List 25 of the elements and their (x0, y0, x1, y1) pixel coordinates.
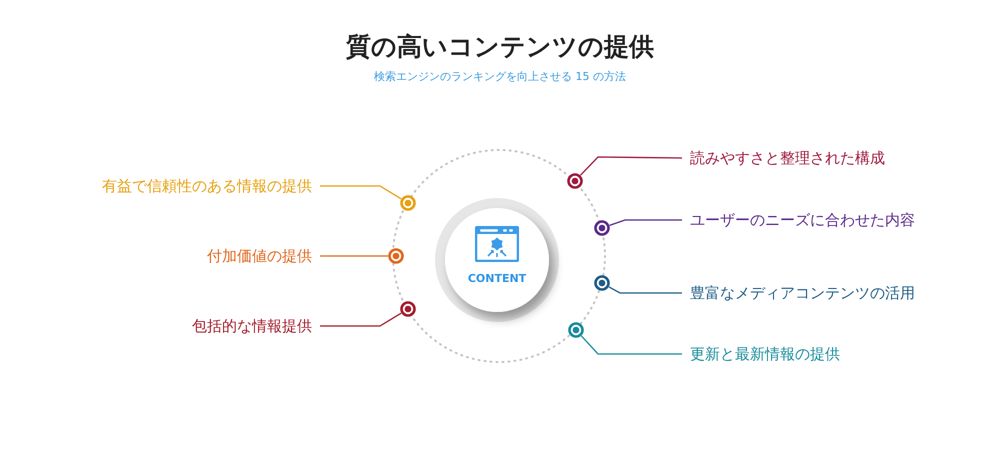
leader-line (320, 312, 402, 327)
leader-line (320, 255, 388, 257)
content-circle (435, 198, 559, 322)
marker-dot (594, 220, 610, 236)
leader-line (608, 286, 682, 294)
marker-dot (400, 195, 416, 211)
label-text: 読みやすさと整理された構成 (690, 148, 885, 168)
label-text: 更新と最新情報の提供 (690, 344, 840, 364)
leader-line (580, 335, 682, 355)
marker-dot (567, 173, 583, 189)
subtitle: 検索エンジンのランキングを向上させる 15 の方法 (373, 69, 627, 84)
label-text: ユーザーのニーズに合わせた内容 (690, 210, 915, 230)
leader-line (580, 156, 682, 176)
label-text: 付加価値の提供 (207, 246, 312, 266)
marker-dot (594, 275, 610, 291)
label-text: 有益で信頼性のある情報の提供 (102, 176, 312, 196)
label-text: 包括的な情報提供 (192, 316, 312, 336)
label-text: 豊富なメディアコンテンツの活用 (690, 283, 915, 303)
marker-dot (388, 248, 404, 264)
title: 質の高いコンテンツの提供 (345, 31, 655, 63)
center-label: CONTENT (466, 272, 528, 285)
marker-dot (400, 301, 416, 317)
marker-dot (568, 322, 584, 338)
leader-line (609, 219, 682, 226)
leader-line (320, 185, 402, 200)
